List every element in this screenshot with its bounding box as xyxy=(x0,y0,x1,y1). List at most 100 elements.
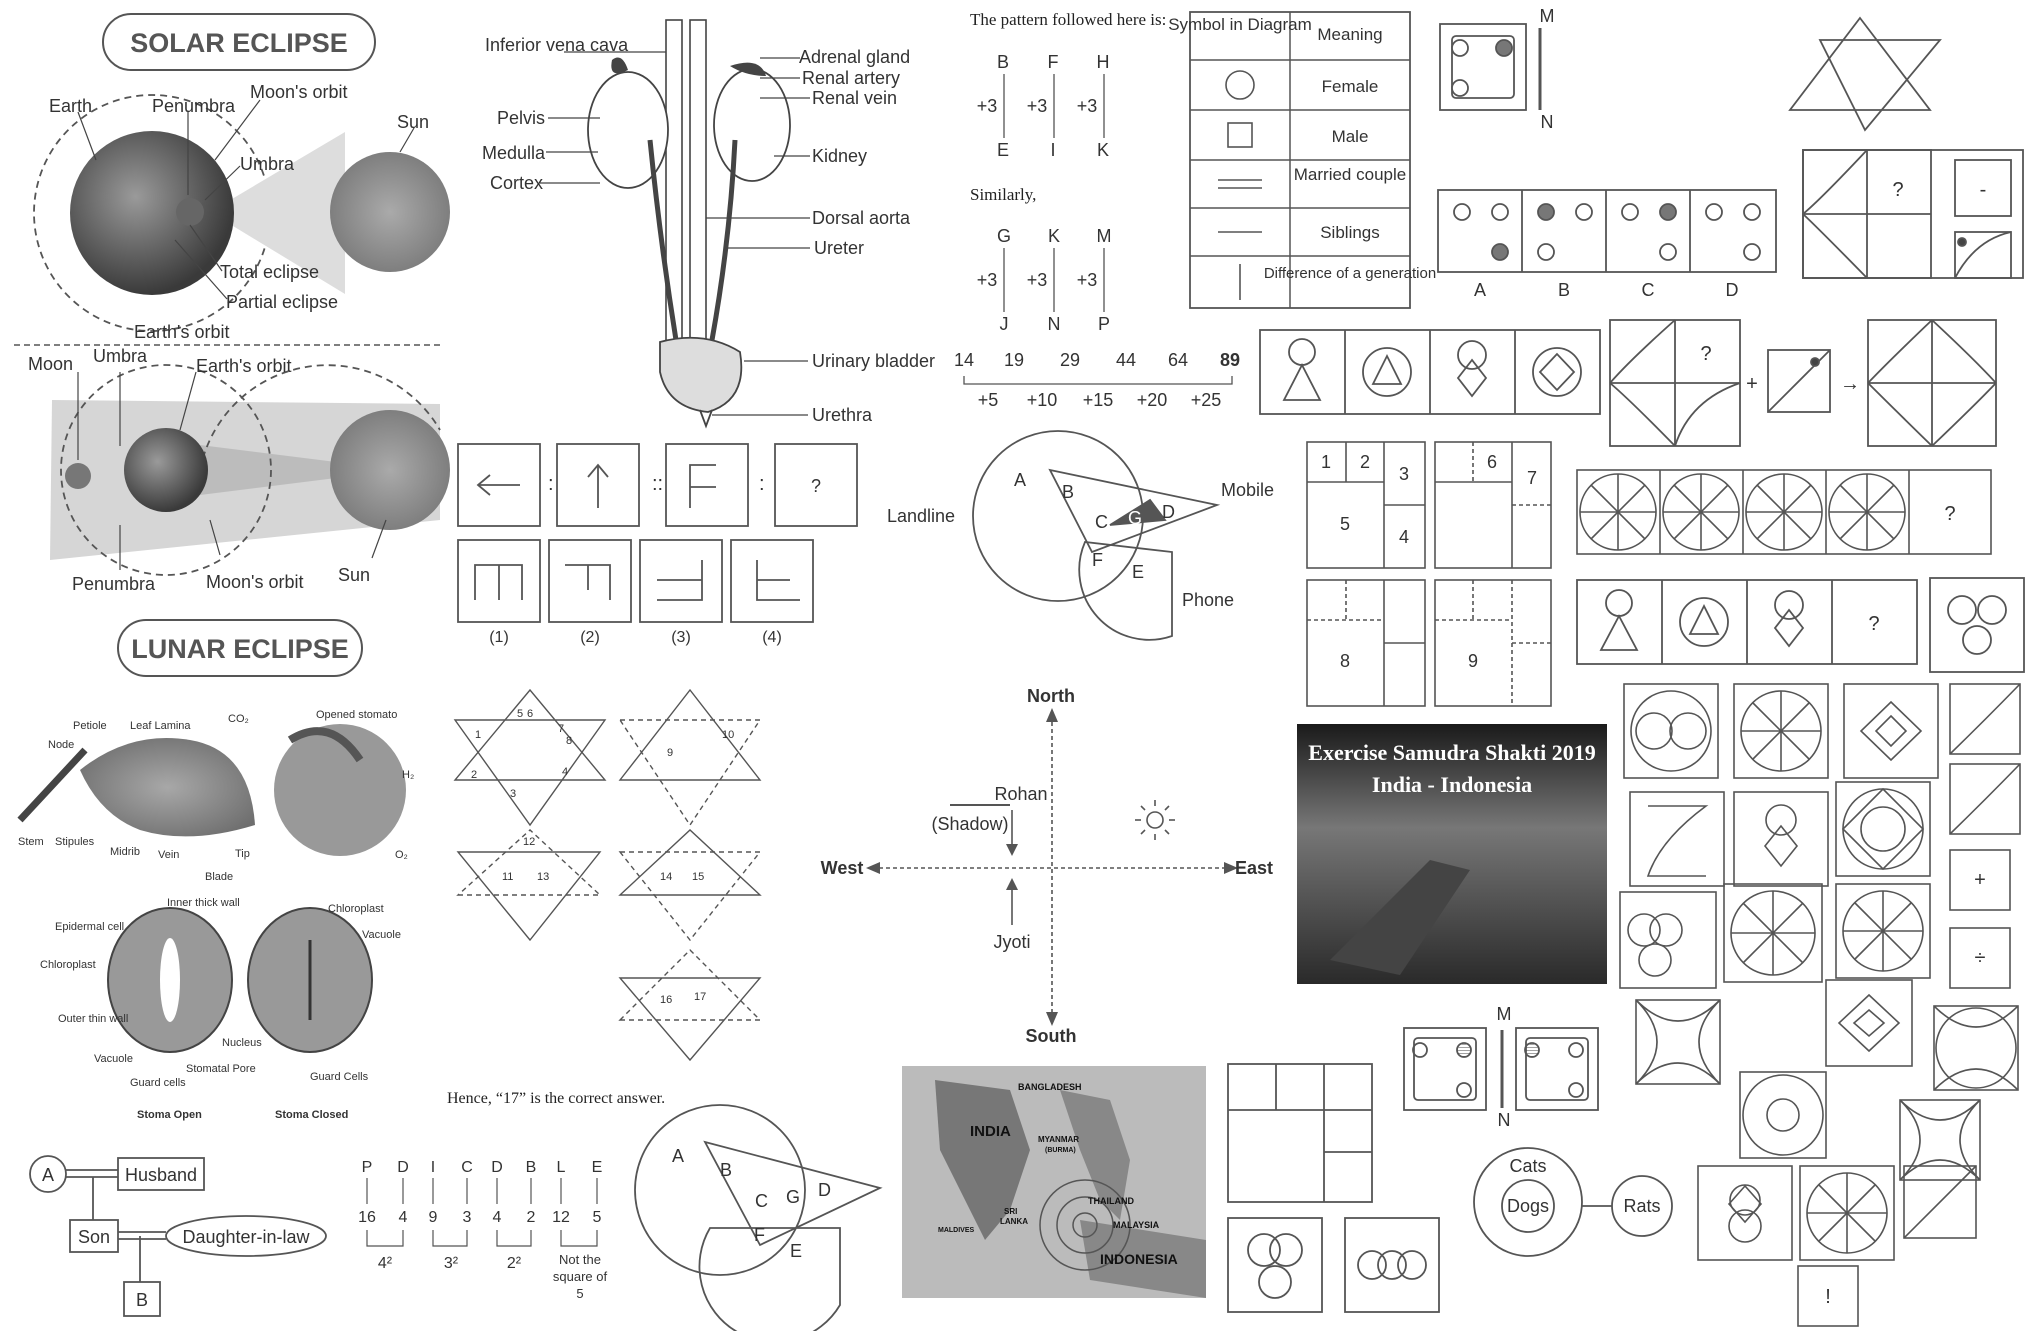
ratio-double-colon: :: xyxy=(652,473,663,495)
right-kidney xyxy=(714,69,790,181)
sun-icon xyxy=(1135,800,1175,840)
lunar-label: Moon's orbit xyxy=(206,572,303,592)
svg-text:3: 3 xyxy=(510,788,516,800)
svg-text:E: E xyxy=(790,1241,802,1261)
svg-text:13: 13 xyxy=(537,871,549,883)
mirror-option[interactable]: D xyxy=(1726,280,1739,300)
svg-text:E: E xyxy=(1132,562,1144,582)
svg-text:+3: +3 xyxy=(1027,270,1048,290)
analogy-option-4[interactable] xyxy=(731,540,813,622)
kidney-label: Renal vein xyxy=(812,88,897,108)
svg-text:5: 5 xyxy=(1340,514,1350,534)
mirror-option[interactable]: C xyxy=(1642,280,1655,300)
family-son-label: Son xyxy=(78,1227,110,1247)
svg-text:A: A xyxy=(1014,470,1026,490)
quadrant-q2: ? xyxy=(1700,343,1711,365)
analogy-option-3[interactable] xyxy=(640,540,722,622)
svg-text:B: B xyxy=(526,1159,537,1176)
svg-text:Similarly,: Similarly, xyxy=(970,185,1036,204)
shadow-label: (Shadow) xyxy=(931,814,1008,834)
analogy-question-mark: ? xyxy=(811,476,821,496)
leaf-label: Tip xyxy=(235,848,250,860)
svg-text:A: A xyxy=(672,1146,684,1166)
rohan-label: Rohan xyxy=(994,784,1047,804)
svg-text:2²: 2² xyxy=(507,1255,522,1272)
solar-label: Total eclipse xyxy=(220,262,319,282)
compass-north: North xyxy=(1027,686,1075,706)
svg-text:Meaning: Meaning xyxy=(1317,25,1382,44)
svg-text:D: D xyxy=(491,1159,503,1176)
lunar-eclipse-diagram: Moon Umbra Earth's orbit Penumbra Moon's… xyxy=(28,346,450,676)
leaf-label: Vein xyxy=(158,849,179,861)
wheel-series xyxy=(1577,470,1991,554)
lunar-label: Moon xyxy=(28,354,73,374)
svg-text:C: C xyxy=(755,1191,768,1211)
solar-label: Earth xyxy=(49,96,92,116)
vena-cava xyxy=(666,20,682,360)
svg-text:3²: 3² xyxy=(444,1255,459,1272)
svg-text:Phone: Phone xyxy=(1182,590,1234,610)
mirror-m: M xyxy=(1540,6,1555,26)
svg-text:I: I xyxy=(1050,140,1055,160)
svg-text:Siblings: Siblings xyxy=(1320,223,1380,242)
compass-east: East xyxy=(1235,858,1273,878)
svg-text:B: B xyxy=(1062,482,1074,502)
photo-caption-2: India - Indonesia xyxy=(1372,772,1532,797)
svg-text:D: D xyxy=(397,1159,409,1176)
svg-text:9: 9 xyxy=(1468,651,1478,671)
mirror-n: N xyxy=(1541,112,1554,132)
venn-bottom-letters: A B C G D F E xyxy=(672,1146,831,1261)
cats-label: Cats xyxy=(1509,1156,1546,1176)
stoma-label: Outer thin wall xyxy=(58,1013,128,1025)
star-figure xyxy=(1790,18,1940,130)
stoma-closed-caption: Stoma Closed xyxy=(275,1109,348,1121)
stoma-label: Inner thick wall xyxy=(167,897,240,909)
venn-diagram-bottom xyxy=(635,1105,880,1331)
svg-text:C: C xyxy=(461,1159,473,1176)
lunar-earth xyxy=(124,428,208,512)
map-label: INDONESIA xyxy=(1100,1251,1178,1267)
svg-text:2: 2 xyxy=(527,1209,536,1226)
svg-text:Female: Female xyxy=(1322,77,1379,96)
family-b-label: B xyxy=(136,1290,148,1310)
svg-text:F: F xyxy=(1048,52,1059,72)
kidney-label: Inferior vena cava xyxy=(485,35,629,55)
kidney-label: Pelvis xyxy=(497,108,545,128)
triangle-numbers: 5 6 1 7 8 2 4 3 9 10 11 12 13 14 15 16 1… xyxy=(471,708,734,1006)
urinary-bladder xyxy=(660,338,741,412)
mirror-option[interactable]: B xyxy=(1558,280,1570,300)
solar-label: Umbra xyxy=(240,154,295,174)
plus-operator: + xyxy=(1746,373,1758,395)
lunar-title: LUNAR ECLIPSE xyxy=(131,634,349,664)
svg-text:The pattern followed here is:: The pattern followed here is: xyxy=(970,10,1166,29)
leaf-blade xyxy=(80,738,255,836)
svg-text:D: D xyxy=(1162,502,1175,522)
svg-text:Symbol in Diagram: Symbol in Diagram xyxy=(1168,15,1312,34)
analogy-option-label: (4) xyxy=(762,629,782,646)
svg-text:G: G xyxy=(786,1187,800,1207)
analogy-option-2[interactable] xyxy=(549,540,631,622)
svg-text:F: F xyxy=(1092,550,1103,570)
svg-text:J: J xyxy=(1000,314,1009,334)
ratio-colon: : xyxy=(759,473,765,495)
mirror-option[interactable]: A xyxy=(1474,280,1486,300)
arrow-operator: → xyxy=(1840,373,1860,395)
svg-text:4: 4 xyxy=(1399,527,1409,547)
kidney-label: Adrenal gland xyxy=(799,47,910,67)
jyoti-label: Jyoti xyxy=(993,932,1030,952)
svg-text:44: 44 xyxy=(1116,350,1136,370)
svg-text:4: 4 xyxy=(399,1209,408,1226)
svg-text:64: 64 xyxy=(1168,350,1188,370)
quadrant-puzzle xyxy=(1610,150,2023,446)
svg-text:16: 16 xyxy=(358,1209,376,1226)
solar-label: Penumbra xyxy=(152,96,236,116)
mirror-question-top xyxy=(1438,24,1776,272)
stoma-open-pore xyxy=(160,938,180,1022)
lunar-label: Penumbra xyxy=(72,574,156,594)
svg-text:+3: +3 xyxy=(1077,270,1098,290)
map-label: BANGLADESH xyxy=(1018,1082,1082,1092)
stoma-label: Vacuole xyxy=(94,1053,133,1065)
svg-text:D: D xyxy=(818,1180,831,1200)
triangle-answer: Hence, “17” is the correct answer. xyxy=(447,1090,665,1107)
